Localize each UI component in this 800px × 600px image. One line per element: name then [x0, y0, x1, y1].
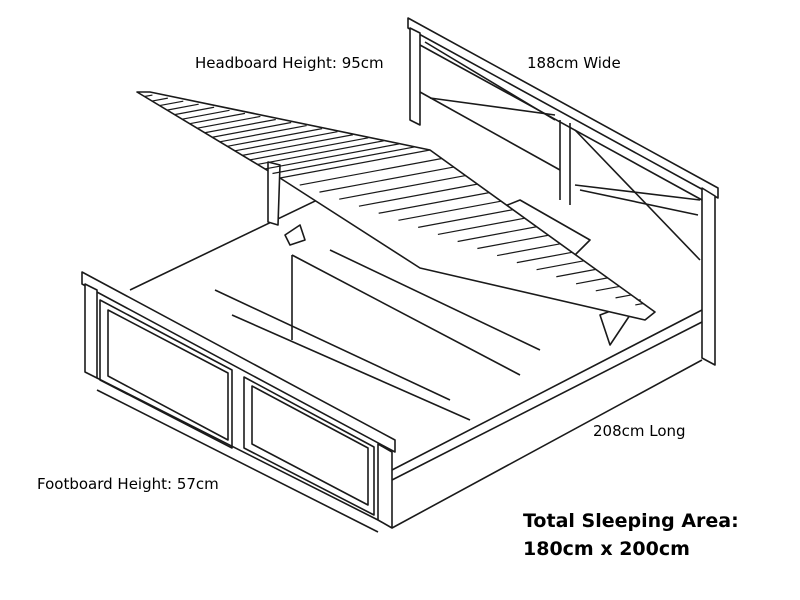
slat: [144, 94, 153, 98]
lifted-slat-platform: [136, 91, 656, 321]
slat: [358, 183, 478, 207]
slat: [437, 217, 525, 236]
slat: [319, 166, 454, 193]
slat: [197, 115, 261, 129]
slat: [174, 106, 215, 116]
slat: [151, 97, 168, 102]
slat: [418, 209, 514, 228]
headboard-height-label: Headboard Height: 95cm: [195, 54, 384, 72]
slat: [556, 268, 596, 278]
slat: [615, 294, 632, 299]
slat: [279, 149, 431, 179]
slat: [595, 285, 620, 292]
slat: [249, 137, 369, 161]
slat: [299, 157, 442, 186]
slat: [457, 226, 537, 243]
slat: [159, 100, 184, 107]
slat: [496, 243, 561, 257]
slat: [212, 121, 292, 138]
footboard-height-label: Footboard Height: 57cm: [37, 475, 219, 493]
length-label: 208cm Long: [593, 422, 686, 440]
slat: [257, 140, 384, 166]
slat: [204, 118, 276, 134]
headboard: [407, 17, 719, 366]
slat: [398, 200, 502, 221]
sleeping-area-title: Total Sleeping Area:: [523, 510, 739, 532]
slat: [189, 112, 246, 125]
slat: [219, 124, 307, 143]
slat: [339, 174, 466, 200]
width-label: 188cm Wide: [527, 54, 621, 72]
slat: [242, 134, 354, 156]
slat: [182, 109, 230, 120]
slat: [516, 251, 573, 264]
slat: [264, 143, 400, 170]
slat: [227, 128, 323, 147]
sleeping-area-value: 180cm x 200cm: [523, 538, 690, 560]
slat: [477, 234, 549, 250]
slat: [234, 131, 338, 152]
slat: [166, 103, 199, 111]
slat: [272, 146, 415, 175]
slat: [378, 192, 490, 214]
footboard: [81, 271, 396, 533]
slat: [536, 260, 585, 271]
slat: [575, 277, 608, 285]
slat: [635, 302, 644, 306]
